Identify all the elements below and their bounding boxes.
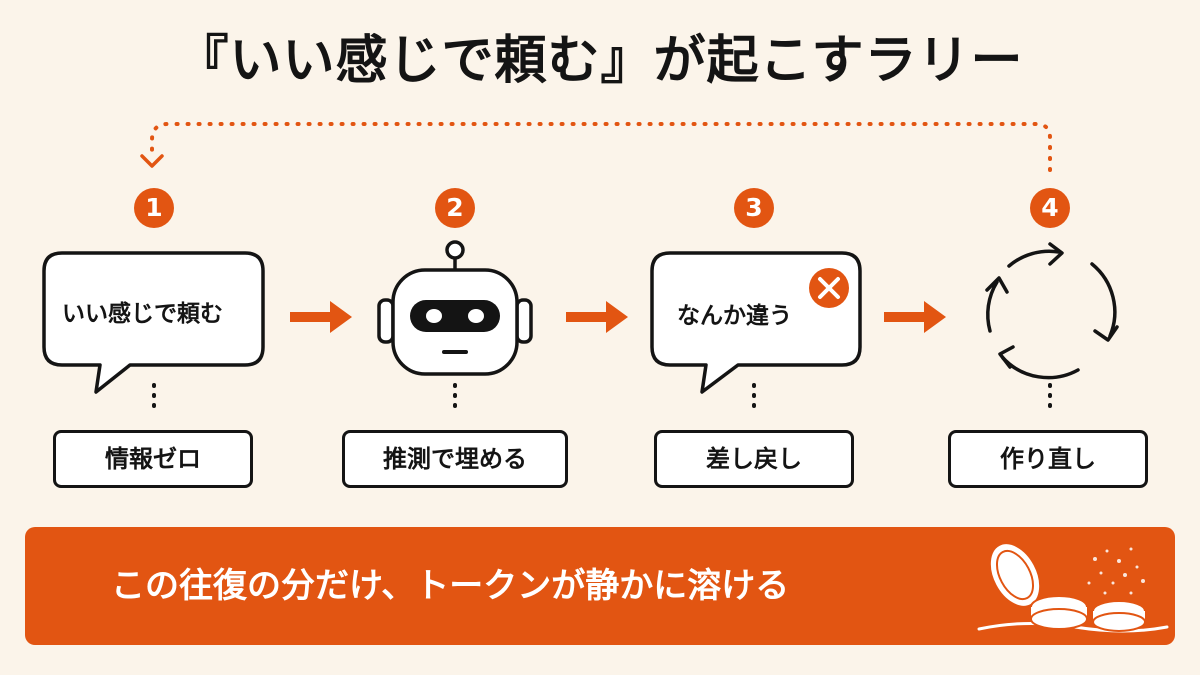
step-label-redo: 作り直し bbox=[948, 430, 1148, 488]
flow-arrow-1 bbox=[290, 301, 352, 333]
cycle-arrows-icon bbox=[985, 242, 1119, 380]
robot-icon bbox=[377, 240, 533, 376]
step-number-badge: 3 bbox=[734, 188, 774, 228]
flow-arrow-2 bbox=[566, 301, 628, 333]
loop-arrowhead-icon bbox=[140, 154, 164, 168]
page-title: 『いい感じで頼む』が起こすラリー bbox=[176, 31, 1024, 91]
step-number-badge: 4 bbox=[1030, 188, 1070, 228]
rejection-bubble-text: なんか違う bbox=[677, 303, 792, 329]
request-bubble-text: いい感じで頼む bbox=[62, 301, 223, 327]
dissolving-coins-icon bbox=[977, 542, 1169, 633]
step-label-info-zero: 情報ゼロ bbox=[53, 430, 253, 488]
loop-back-arrow bbox=[150, 122, 1052, 172]
speech-bubble-x-icon bbox=[650, 251, 862, 394]
close-icon bbox=[809, 268, 849, 308]
flow-arrow-3 bbox=[884, 301, 946, 333]
step-label-send-back: 差し戻し bbox=[654, 430, 854, 488]
step-number-badge: 2 bbox=[435, 188, 475, 228]
step-label-guess-fill: 推測で埋める bbox=[342, 430, 568, 488]
footer-message: この往復の分だけ、トークンが静かに溶ける bbox=[111, 566, 790, 606]
speech-bubble-icon bbox=[42, 251, 265, 394]
step-number-badge: 1 bbox=[134, 188, 174, 228]
footer-banner: この往復の分だけ、トークンが静かに溶ける bbox=[25, 527, 1175, 645]
